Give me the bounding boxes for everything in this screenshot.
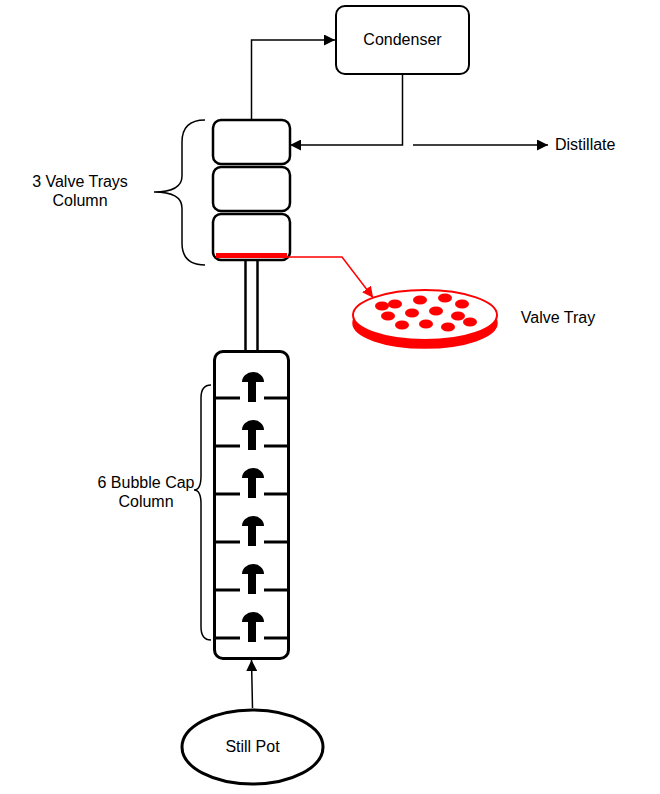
pipe-wall bbox=[244, 260, 247, 350]
still-pot: Still Pot bbox=[180, 708, 325, 786]
connector bbox=[290, 257, 373, 298]
tray-drawing bbox=[350, 286, 500, 350]
tray-face bbox=[353, 290, 497, 340]
valve-hole bbox=[419, 320, 433, 329]
valve-hole bbox=[388, 300, 402, 309]
flow-line bbox=[252, 660, 253, 708]
valve-hole bbox=[438, 294, 452, 303]
node-label: 6 Bubble Cap Column bbox=[90, 473, 202, 511]
node-label: Condenser bbox=[357, 30, 447, 49]
flow-line bbox=[252, 40, 336, 120]
valve-hole bbox=[463, 318, 477, 327]
distillate-line bbox=[413, 144, 548, 146]
node-label: 3 Valve Trays Column bbox=[16, 172, 144, 210]
valve-hole bbox=[413, 296, 427, 305]
node-label: Valve Tray bbox=[508, 308, 608, 327]
cap-riser bbox=[248, 478, 256, 498]
valve-tray-section bbox=[213, 120, 290, 164]
flow-line bbox=[290, 75, 403, 145]
valve-hole bbox=[429, 307, 443, 316]
connector bbox=[252, 660, 253, 708]
bubble-cap-column: 6 Bubble Cap Column bbox=[213, 350, 290, 660]
still-pot-shape bbox=[182, 710, 323, 784]
valve-hole bbox=[375, 302, 389, 311]
valve-tray-section bbox=[213, 167, 290, 211]
tray-leader bbox=[252, 254, 290, 257]
bubble-cap bbox=[242, 516, 264, 526]
connector bbox=[252, 40, 336, 120]
connector bbox=[246, 260, 258, 350]
valve-hole bbox=[451, 312, 465, 321]
bubble-cap bbox=[242, 612, 264, 622]
valve-hole bbox=[441, 323, 455, 332]
stream-label: Distillate bbox=[555, 136, 615, 154]
bubble-cap bbox=[242, 420, 264, 430]
flow-line bbox=[290, 257, 373, 298]
valve-tray: Valve Tray bbox=[350, 286, 500, 350]
valve-hole bbox=[381, 312, 395, 321]
brace bbox=[154, 120, 205, 265]
bubble-cap bbox=[242, 372, 264, 382]
brace bbox=[194, 385, 211, 640]
valve-hole bbox=[455, 300, 469, 309]
cap-riser bbox=[248, 622, 256, 642]
bubble-cap bbox=[242, 564, 264, 574]
bubble-cap bbox=[242, 468, 264, 478]
valve-hole bbox=[405, 309, 419, 318]
valve-column: 3 Valve Trays Column bbox=[213, 120, 290, 260]
process-box: Condenser bbox=[335, 5, 470, 75]
cap-riser bbox=[248, 430, 256, 450]
pipe-wall bbox=[256, 260, 259, 350]
connector bbox=[290, 75, 403, 145]
valve-hole bbox=[395, 321, 409, 330]
cap-riser bbox=[248, 382, 256, 402]
valve-tray-section bbox=[213, 214, 290, 260]
cap-riser bbox=[248, 526, 256, 546]
node-label: Still Pot bbox=[219, 737, 285, 756]
cap-riser bbox=[248, 574, 256, 594]
